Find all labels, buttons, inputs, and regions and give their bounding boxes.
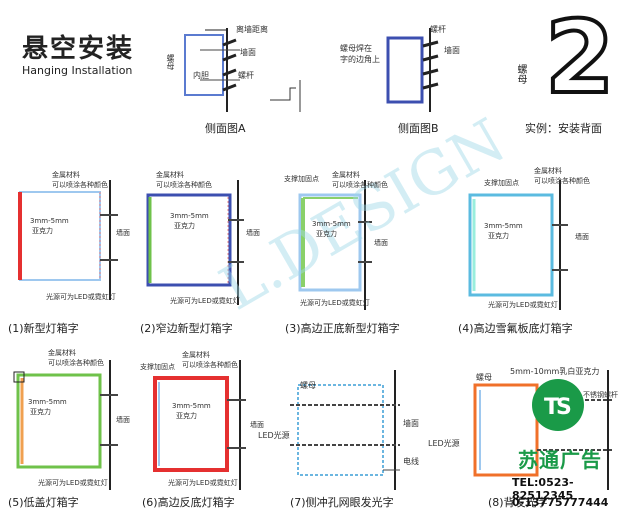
p6-label-metal: 金属材料 bbox=[182, 351, 210, 359]
caption-panel-5: (5)低盖灯箱字 bbox=[8, 496, 79, 509]
p6-label-acrylic: 亚克力 bbox=[176, 412, 197, 420]
p7-label-wire: 电线 bbox=[403, 457, 419, 466]
p6-label-wall: 墙面 bbox=[250, 421, 264, 429]
brand-logo-icon: T S bbox=[532, 379, 584, 431]
p5-label-paint: 可以喷涂各种颜色 bbox=[48, 359, 104, 367]
p2-label-paint: 可以喷涂各种颜色 bbox=[156, 181, 212, 189]
p4-label-light: 光源可为LED或霓虹灯 bbox=[488, 301, 558, 309]
caption-side-a: 侧面图A bbox=[205, 122, 246, 135]
example-digit: 2 bbox=[543, 0, 617, 116]
side-view-b-drawing bbox=[386, 28, 439, 112]
p2-label-light: 光源可为LED或霓虹灯 bbox=[170, 297, 240, 305]
label-b-bolt: 螺杆 bbox=[430, 25, 446, 34]
p8-label-acrylic: 5mm-10mm乳白亚克力 bbox=[510, 367, 600, 376]
p1-label-acrylic: 亚克力 bbox=[32, 227, 53, 235]
p3-label-support: 支撑加固点 bbox=[284, 175, 319, 183]
panel-5-drawing bbox=[13, 360, 118, 490]
p1-label-wall: 墙面 bbox=[116, 229, 130, 237]
p2-label-wall: 墙面 bbox=[246, 229, 260, 237]
svg-text:S: S bbox=[556, 395, 572, 420]
p6-label-light: 光源可为LED或霓虹灯 bbox=[168, 479, 238, 487]
panel-7-drawing bbox=[290, 370, 400, 490]
panel-4-drawing bbox=[468, 180, 568, 310]
p6-label-support: 支撑加固点 bbox=[140, 363, 175, 371]
label-a-wall: 墙面 bbox=[240, 48, 256, 57]
p5-label-thickness: 3mm-5mm bbox=[28, 398, 67, 406]
p3-label-thickness: 3mm-5mm bbox=[312, 220, 351, 228]
panel-8-drawing bbox=[473, 370, 612, 490]
label-a-nut: 螺母 bbox=[166, 54, 175, 70]
label-a-inner: 内胆 bbox=[193, 71, 209, 80]
p8-label-led: LED光源 bbox=[428, 439, 460, 448]
p2-label-thickness: 3mm-5mm bbox=[170, 212, 209, 220]
label-a-bolt: 螺杆 bbox=[238, 71, 254, 80]
p5-label-acrylic: 亚克力 bbox=[30, 408, 51, 416]
p8-label-bolt: 不锈钢螺杆 bbox=[583, 391, 618, 399]
p3-label-metal: 金属材料 bbox=[332, 171, 360, 179]
caption-panel-3: (3)高边正底新型灯箱字 bbox=[285, 322, 400, 335]
page-subtitle: Hanging Installation bbox=[22, 64, 133, 77]
p1-label-light: 光源可为LED或霓虹灯 bbox=[46, 293, 116, 301]
p8-label-nut: 螺母 bbox=[476, 373, 492, 382]
p4-label-metal: 金属材料 bbox=[534, 167, 562, 175]
p2-label-metal: 金属材料 bbox=[156, 171, 184, 179]
label-b-wall: 墙面 bbox=[444, 46, 460, 55]
p5-label-light: 光源可为LED或霓虹灯 bbox=[38, 479, 108, 487]
label-c-nut: 螺母 bbox=[515, 64, 526, 84]
svg-text:T: T bbox=[544, 395, 559, 420]
p3-label-paint: 可以喷涂各种颜色 bbox=[332, 181, 388, 189]
p1-label-paint: 可以喷涂各种颜色 bbox=[52, 181, 108, 189]
caption-panel-2: (2)窄边新型灯箱字 bbox=[140, 322, 233, 335]
p3-label-light: 光源可为LED或霓虹灯 bbox=[300, 299, 370, 307]
caption-panel-7: (7)侧冲孔网眼发光字 bbox=[290, 496, 394, 509]
p7-label-nut: 螺母 bbox=[300, 381, 316, 390]
brand-telephone: TEL:0523-82512345 bbox=[512, 476, 574, 502]
p7-label-wall: 墙面 bbox=[403, 419, 419, 428]
caption-side-b: 侧面图B bbox=[398, 122, 439, 135]
p5-label-metal: 金属材料 bbox=[48, 349, 76, 357]
p6-label-paint: 可以喷涂各种颜色 bbox=[182, 361, 238, 369]
caption-panel-4: (4)高边雪氟板底灯箱字 bbox=[458, 322, 573, 335]
p4-label-support: 支撑加固点 bbox=[484, 179, 519, 187]
caption-example: 实例：安装背面 bbox=[525, 122, 602, 135]
panel-2-drawing bbox=[146, 180, 244, 305]
p2-label-acrylic: 亚克力 bbox=[174, 222, 195, 230]
panel-3-drawing bbox=[298, 180, 372, 310]
label-b-nut-welded: 螺母焊在 bbox=[340, 44, 372, 53]
side-view-a-drawing bbox=[184, 28, 301, 112]
panel-6-drawing bbox=[153, 360, 246, 490]
p4-label-thickness: 3mm-5mm bbox=[484, 222, 523, 230]
p1-label-metal: 金属材料 bbox=[52, 171, 80, 179]
p4-label-wall: 墙面 bbox=[575, 233, 589, 241]
brand-mobile: 0-13775777444 bbox=[512, 496, 609, 509]
caption-panel-8: (8)背发光字 bbox=[488, 496, 548, 509]
label-b-corner: 字的边角上 bbox=[340, 55, 380, 64]
page-title: 悬空安装 bbox=[22, 34, 135, 64]
p3-label-wall: 墙面 bbox=[374, 239, 388, 247]
p1-label-thickness: 3mm-5mm bbox=[30, 217, 69, 225]
p4-label-paint: 可以喷涂各种颜色 bbox=[534, 177, 590, 185]
p4-label-acrylic: 亚克力 bbox=[488, 232, 509, 240]
p5-label-wall: 墙面 bbox=[116, 416, 130, 424]
p3-label-acrylic: 亚克力 bbox=[316, 230, 337, 238]
caption-panel-6: (6)高边反底灯箱字 bbox=[142, 496, 235, 509]
p6-label-thickness: 3mm-5mm bbox=[172, 402, 211, 410]
p7-label-led: LED光源 bbox=[258, 431, 290, 440]
caption-panel-1: (1)新型灯箱字 bbox=[8, 322, 79, 335]
label-a-distance: 离墙距离 bbox=[236, 25, 268, 34]
brand-name: 苏通广告 bbox=[518, 448, 602, 472]
panel-1-drawing bbox=[18, 180, 118, 300]
